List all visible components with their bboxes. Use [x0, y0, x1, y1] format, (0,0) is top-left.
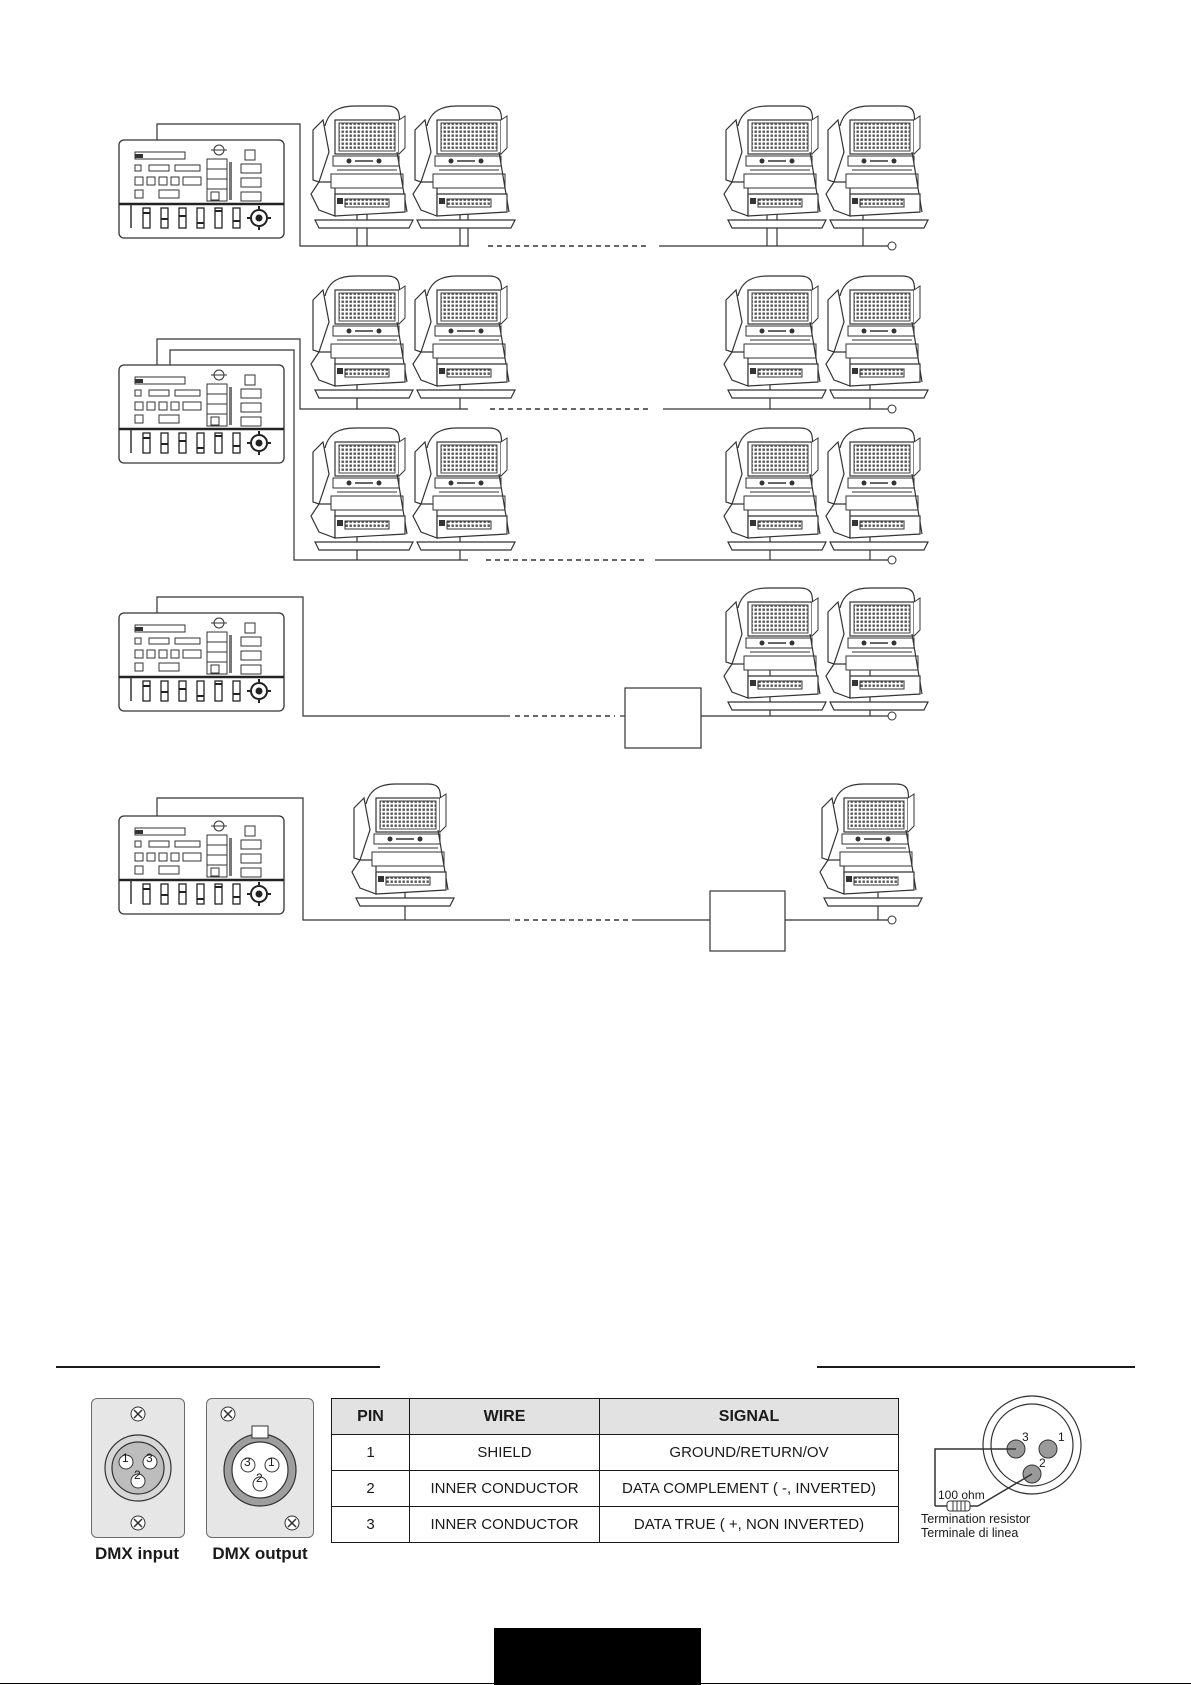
pin-label: 3 [1022, 1430, 1029, 1444]
table-row: 1 SHIELD GROUND/RETURN/OV [332, 1435, 899, 1471]
dmx-input-connector: 1 3 2 [91, 1398, 185, 1538]
dmx-output-connector: 3 1 2 [206, 1398, 314, 1538]
pin-label: 3 [244, 1455, 251, 1469]
pin-label: 1 [1058, 1430, 1065, 1444]
page-number-tab [494, 1628, 701, 1685]
termination-caption: Termination resistor Terminale di linea [921, 1512, 1030, 1540]
moving-head-fixture [820, 784, 922, 906]
scenario-4 [119, 784, 922, 951]
moving-head-fixture [724, 428, 826, 550]
dmx-pin-table: PIN WIRE SIGNAL 1 SHIELD GROUND/RETURN/O… [331, 1398, 899, 1543]
screw-icon [285, 1516, 299, 1530]
moving-head-fixture [413, 276, 515, 398]
xlr-female-socket [207, 1399, 313, 1537]
table-row: 3 INNER CONDUCTOR DATA TRUE ( +, NON INV… [332, 1507, 899, 1543]
table-cell: 2 [332, 1471, 410, 1507]
moving-head-fixture [413, 428, 515, 550]
dmx-console [119, 140, 284, 238]
pin-label: 2 [1039, 1456, 1046, 1470]
table-header-row: PIN WIRE SIGNAL [332, 1399, 899, 1435]
table-cell: DATA COMPLEMENT ( -, INVERTED) [600, 1471, 899, 1507]
moving-head-fixture [724, 588, 826, 710]
dmx-splitter-box [625, 688, 701, 748]
dmx-terminator [888, 405, 896, 413]
dmx-output-label: DMX output [200, 1544, 320, 1564]
dmx-terminator [888, 556, 896, 564]
screw-icon [131, 1516, 145, 1530]
section-rule-left [56, 1366, 380, 1368]
pin-label: 1 [268, 1455, 275, 1469]
screw-icon [131, 1407, 145, 1421]
table-cell: GROUND/RETURN/OV [600, 1435, 899, 1471]
table-cell: INNER CONDUCTOR [410, 1507, 600, 1543]
dmx-input-label: DMX input [80, 1544, 194, 1564]
table-row: 2 INNER CONDUCTOR DATA COMPLEMENT ( -, I… [332, 1471, 899, 1507]
scenario-3 [119, 588, 928, 748]
moving-head-fixture [311, 106, 413, 228]
moving-head-fixture [724, 106, 826, 228]
dmx-terminator [888, 916, 896, 924]
dmx-console [119, 816, 284, 914]
pin-label: 2 [256, 1471, 263, 1485]
screw-icon [221, 1407, 235, 1421]
table-cell: DATA TRUE ( +, NON INVERTED) [600, 1507, 899, 1543]
dmx-console [119, 365, 284, 463]
moving-head-fixture [413, 106, 515, 228]
pin-label: 1 [122, 1451, 129, 1465]
dmx-wiring-diagram [0, 0, 1191, 960]
column-header: SIGNAL [600, 1399, 899, 1435]
table-cell: INNER CONDUCTOR [410, 1471, 600, 1507]
moving-head-fixture [826, 276, 928, 398]
dmx-console [119, 613, 284, 711]
moving-head-fixture [826, 106, 928, 228]
resistor-value: 100 ohm [938, 1488, 985, 1502]
column-header: PIN [332, 1399, 410, 1435]
dmx-terminator [888, 242, 896, 250]
caption-line: Terminale di linea [921, 1526, 1030, 1540]
bottom-rule [0, 1683, 1191, 1684]
table-cell: SHIELD [410, 1435, 600, 1471]
moving-head-fixture [311, 276, 413, 398]
dmx-splitter-box [710, 891, 785, 951]
moving-head-fixture [311, 428, 413, 550]
dmx-terminator [888, 712, 896, 720]
moving-head-fixture [724, 276, 826, 398]
scenario-1 [119, 106, 928, 250]
pin-label: 2 [134, 1468, 141, 1482]
table-cell: 1 [332, 1435, 410, 1471]
moving-head-fixture [352, 784, 454, 906]
pin-label: 3 [146, 1451, 153, 1465]
column-header: WIRE [410, 1399, 600, 1435]
section-rule-right [817, 1366, 1135, 1368]
scenario-2 [119, 276, 928, 564]
caption-line: Termination resistor [921, 1512, 1030, 1526]
resistor-icon [935, 1501, 978, 1511]
moving-head-fixture [826, 588, 928, 710]
moving-head-fixture [826, 428, 928, 550]
table-cell: 3 [332, 1507, 410, 1543]
